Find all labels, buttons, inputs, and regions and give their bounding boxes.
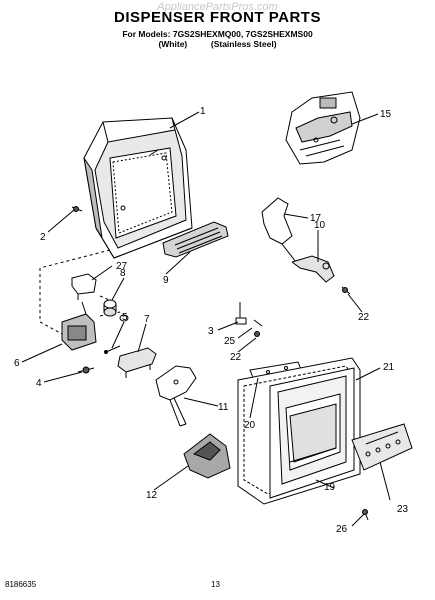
screw-part-22-upper (341, 286, 351, 295)
callout-26: 26 (336, 524, 348, 535)
models-line: For Models: 7GS2SHEXMQ00, 7GS2SHEXMS00 (122, 29, 313, 39)
callout-17: 17 (310, 213, 322, 224)
callout-2: 2 (40, 232, 46, 243)
watermark: AppliancePartsPros.com (157, 1, 278, 13)
pin-part (104, 345, 121, 354)
callout-6: 6 (14, 358, 20, 369)
document-number: 8186635 (5, 580, 37, 589)
callout-12: 12 (146, 490, 158, 501)
screw-part-4 (77, 366, 95, 374)
callout-22-upper: 22 (358, 312, 370, 323)
callout-19: 19 (324, 482, 336, 493)
paddle-part (155, 365, 197, 427)
page-title: DISPENSER FRONT PARTS (114, 9, 321, 26)
callout-15: 15 (380, 109, 392, 120)
variants-line: (White) (Stainless Steel) (158, 39, 277, 49)
callout-27: 27 (116, 261, 128, 272)
hardware-parts-3-25-22 (235, 302, 263, 337)
screw-part-26 (362, 509, 369, 521)
grille-part (162, 221, 229, 258)
callout-8: 8 (120, 268, 126, 279)
actuator-assembly-part (285, 91, 361, 165)
front-panel-part (237, 357, 361, 505)
screw-part-2 (71, 206, 83, 212)
funnel-part (183, 433, 231, 479)
callout-22-lower: 22 (230, 352, 242, 363)
callout-11: 11 (218, 402, 229, 413)
control-panel-part (351, 423, 413, 471)
switch-module-part (61, 301, 97, 351)
clip-part (71, 273, 97, 300)
housing-frame-part (83, 117, 193, 259)
callout-1: 1 (200, 106, 206, 117)
callout-3: 3 (208, 326, 214, 337)
callout-25: 25 (224, 336, 236, 347)
lever-arm-part (261, 197, 335, 283)
callout-7: 7 (144, 314, 150, 325)
callout-21: 21 (383, 362, 395, 373)
callout-23: 23 (397, 504, 409, 515)
callout-9: 9 (163, 275, 169, 286)
callout-10: 10 (314, 220, 326, 231)
cylinder-part (103, 299, 129, 322)
callout-20: 20 (244, 420, 256, 431)
callout-5: 5 (122, 312, 128, 323)
callout-leader-lines (21, 111, 391, 527)
callout-4: 4 (36, 378, 42, 389)
page-number: 13 (211, 580, 220, 589)
bracket-part (117, 347, 157, 378)
